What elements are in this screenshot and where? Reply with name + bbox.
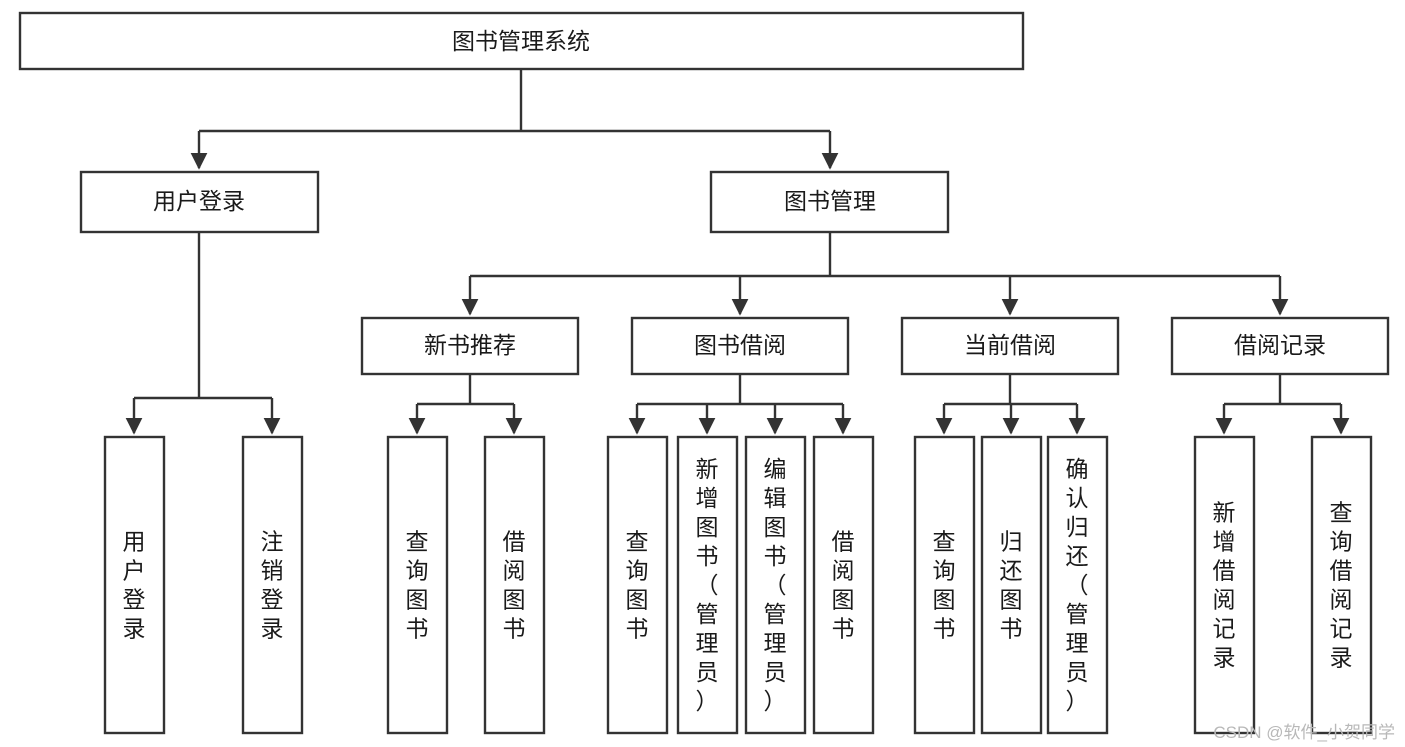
- leaf-return-book-label: 归还图书: [1000, 529, 1023, 642]
- leaf-borrow-book-1-label: 借阅图书: [503, 529, 526, 642]
- leaf-add-book-box[interactable]: [676, 435, 739, 735]
- leaf-confirm-return-label: 确认归还（管理员）: [1066, 456, 1089, 714]
- leaf-add-book-label: 新增图书（管理员）: [696, 456, 719, 714]
- node-user-login-box[interactable]: [79, 170, 320, 234]
- node-book-borrow-box[interactable]: [630, 316, 850, 376]
- node-borrow-record[interactable]: 借阅记录: [1170, 316, 1390, 376]
- node-borrow-record-box[interactable]: [1170, 316, 1390, 376]
- leaf-user-logout-label: 注销登录: [261, 529, 284, 642]
- node-root-label: 图书管理系统: [452, 28, 590, 54]
- leaf-query-book-3[interactable]: 查询图书: [913, 435, 976, 735]
- leaf-confirm-return-box[interactable]: [1046, 435, 1109, 735]
- node-user-login[interactable]: 用户登录: [79, 170, 320, 234]
- node-current-borrow-box[interactable]: [900, 316, 1120, 376]
- leaf-query-book-1-box[interactable]: [386, 435, 449, 735]
- leaf-query-book-3-label: 查询图书: [933, 529, 956, 642]
- node-book-management[interactable]: 图书管理: [709, 170, 950, 234]
- leaf-query-record-label: 查询借阅记录: [1330, 500, 1353, 671]
- leaf-add-record-box[interactable]: [1193, 435, 1256, 735]
- leaf-user-logout[interactable]: 注销登录: [241, 435, 304, 735]
- leaf-add-record[interactable]: 新增借阅记录: [1193, 435, 1256, 735]
- node-current-borrow[interactable]: 当前借阅: [900, 316, 1120, 376]
- leaf-return-book-box[interactable]: [980, 435, 1043, 735]
- leaf-borrow-book-1[interactable]: 借阅图书: [483, 435, 546, 735]
- node-user-login-label: 用户登录: [153, 188, 245, 214]
- leaf-edit-book[interactable]: 编辑图书（管理员）: [744, 435, 807, 735]
- leaf-user-login-label: 用户登录: [123, 529, 146, 642]
- node-root-box[interactable]: [18, 11, 1025, 71]
- node-new-book-recommend-label: 新书推荐: [424, 332, 516, 358]
- leaf-query-book-1-label: 查询图书: [406, 529, 429, 642]
- node-borrow-record-label: 借阅记录: [1234, 332, 1326, 358]
- leaf-borrow-book-2-label: 借阅图书: [832, 529, 855, 642]
- leaf-user-login-box[interactable]: [103, 435, 166, 735]
- edge-layer: [125, 69, 1350, 435]
- leaf-borrow-book-2-box[interactable]: [812, 435, 875, 735]
- leaf-query-record-box[interactable]: [1310, 435, 1373, 735]
- node-new-book-recommend-box[interactable]: [360, 316, 580, 376]
- node-book-borrow-label: 图书借阅: [694, 332, 786, 358]
- leaf-add-book[interactable]: 新增图书（管理员）: [676, 435, 739, 735]
- leaf-add-record-label: 新增借阅记录: [1213, 500, 1236, 671]
- leaf-user-logout-box[interactable]: [241, 435, 304, 735]
- leaf-query-book-2[interactable]: 查询图书: [606, 435, 669, 735]
- leaf-edit-book-box[interactable]: [744, 435, 807, 735]
- leaf-query-book-2-box[interactable]: [606, 435, 669, 735]
- leaf-query-book-1[interactable]: 查询图书: [386, 435, 449, 735]
- leaf-edit-book-label: 编辑图书（管理员）: [764, 456, 787, 714]
- leaf-borrow-book-2[interactable]: 借阅图书: [812, 435, 875, 735]
- leaf-query-book-2-label: 查询图书: [626, 529, 649, 642]
- leaf-return-book[interactable]: 归还图书: [980, 435, 1043, 735]
- node-new-book-recommend[interactable]: 新书推荐: [360, 316, 580, 376]
- node-current-borrow-label: 当前借阅: [964, 332, 1056, 358]
- leaf-query-book-3-box[interactable]: [913, 435, 976, 735]
- leaf-user-login[interactable]: 用户登录: [103, 435, 166, 735]
- leaf-query-record[interactable]: 查询借阅记录: [1310, 435, 1373, 735]
- node-root[interactable]: 图书管理系统: [18, 11, 1025, 71]
- node-book-management-label: 图书管理: [784, 188, 876, 214]
- node-book-management-box[interactable]: [709, 170, 950, 234]
- node-book-borrow[interactable]: 图书借阅: [630, 316, 850, 376]
- leaf-borrow-book-1-box[interactable]: [483, 435, 546, 735]
- leaf-confirm-return[interactable]: 确认归还（管理员）: [1046, 435, 1109, 735]
